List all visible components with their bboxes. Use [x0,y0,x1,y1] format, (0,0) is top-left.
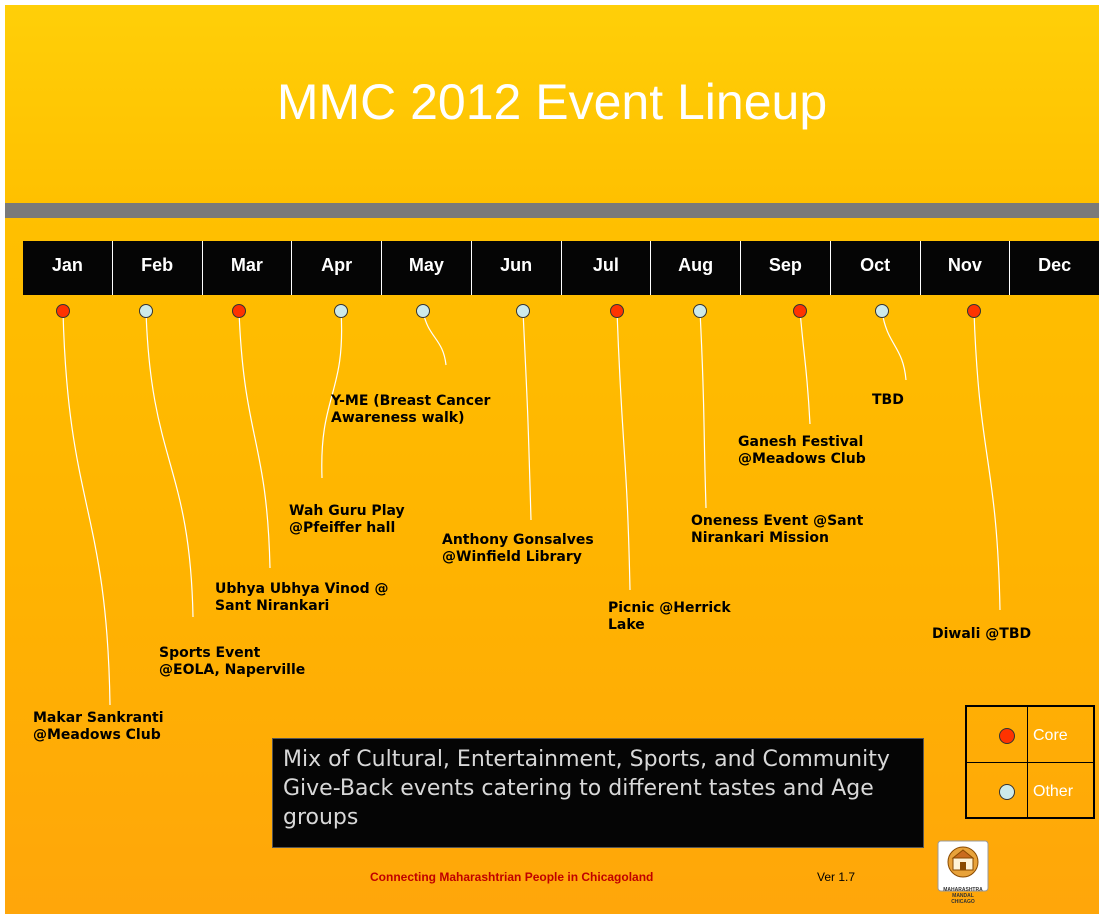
connector-jun [522,310,532,521]
event-label-line1: Oneness Event @Sant [691,513,864,529]
connector-nov [973,310,1001,611]
core-event-dot-icon [793,304,807,318]
page-title: MMC 2012 Event Lineup [276,74,828,130]
event-label-line1: Picnic @Herrick [608,600,731,616]
connector-aug [699,310,707,509]
other-event-dot-icon [334,304,348,318]
event-label-line1: Anthony Gonsalves [442,532,594,548]
other-event-dot-icon [139,304,153,318]
month-feb: Feb [113,241,203,295]
connector-oct [881,310,907,381]
core-dot-icon [999,728,1015,744]
connector-feb [145,310,194,618]
legend-core-label: Core [1033,727,1068,744]
core-event-dot-icon [610,304,624,318]
event-label-line1: Diwali @TBD [932,626,1032,642]
legend-other-label: Other [1033,783,1074,800]
slide: MMC 2012 Event Lineup Jan Feb Mar Apr Ma… [5,5,1099,914]
version-label: Ver 1.7 [817,870,856,884]
event-label-line2: @Winfield Library [442,549,582,565]
core-event-dot-icon [232,304,246,318]
core-event-dot-icon [56,304,70,318]
month-may: May [382,241,472,295]
other-event-dot-icon [516,304,530,318]
connector-may [422,310,447,366]
event-label-line2: Sant Nirankari [215,598,330,614]
month-oct: Oct [831,241,921,295]
event-label-line1: Ubhya Ubhya Vinod @ [215,581,389,597]
event-label-line1: Ganesh Festival [738,434,864,450]
event-label-line2: @Meadows Club [738,451,866,467]
legend-other-row: Other [967,763,1093,818]
event-label-oct: TBD [872,392,904,409]
event-label-line2: @EOLA, Naperville [159,662,306,678]
title-divider [5,203,1099,218]
event-label-line2: Nirankari Mission [691,530,829,546]
month-jul: Jul [562,241,652,295]
other-event-dot-icon [693,304,707,318]
event-label-line2: @Pfeiffer hall [289,520,396,536]
other-event-dot-icon [416,304,430,318]
legend-core-row: Core [967,707,1093,763]
other-dot-icon [999,784,1015,800]
event-label-line2: @Meadows Club [33,727,161,743]
month-sep: Sep [741,241,831,295]
event-label-line2: Awareness walk) [331,410,465,426]
connector-sep [799,310,811,425]
event-label-jun: Anthony Gonsalves@Winfield Library [442,532,594,566]
logo-caption-line1: MAHARASHTRA MANDAL [943,887,983,899]
event-label-line1: Sports Event [159,645,261,661]
month-mar: Mar [203,241,293,295]
month-jun: Jun [472,241,562,295]
event-label-nov: Diwali @TBD [932,626,1031,643]
legend: Core Other [965,705,1095,819]
event-label-sep: Ganesh Festival@Meadows Club [738,434,866,468]
connector-jul [616,310,631,591]
event-label-jan: Makar Sankranti@Meadows Club [33,710,164,744]
mmc-logo-icon [937,840,989,892]
description-box: Mix of Cultural, Entertainment, Sports, … [272,738,924,848]
month-dec: Dec [1038,255,1072,275]
connector-mar [238,310,271,569]
event-label-line1: Wah Guru Play [289,503,405,519]
month-apr: Apr [292,241,382,295]
event-label-apr: Wah Guru Play@Pfeiffer hall [289,503,405,537]
event-label-line2: Lake [608,617,645,633]
core-event-dot-icon [967,304,981,318]
month-timeline: Jan Feb Mar Apr May Jun Jul Aug Sep Oct … [23,241,1099,295]
connector-apr [321,310,343,479]
logo-caption: MAHARASHTRA MANDAL CHICAGO [933,887,993,905]
month-nov: Nov [921,241,1011,295]
other-event-dot-icon [875,304,889,318]
month-jan: Jan [23,241,113,295]
event-label-line1: Y-ME (Breast Cancer [331,393,491,409]
month-aug: Aug [651,241,741,295]
connector-jan [62,310,111,706]
event-label-mar: Ubhya Ubhya Vinod @Sant Nirankari [215,581,388,615]
event-label-line1: Makar Sankranti [33,710,164,726]
footer-tagline: Connecting Maharashtrian People in Chica… [370,870,654,884]
event-label-feb: Sports Event@EOLA, Naperville [159,645,305,679]
event-label-line1: TBD [872,392,904,408]
logo-caption-line2: CHICAGO [951,899,975,905]
